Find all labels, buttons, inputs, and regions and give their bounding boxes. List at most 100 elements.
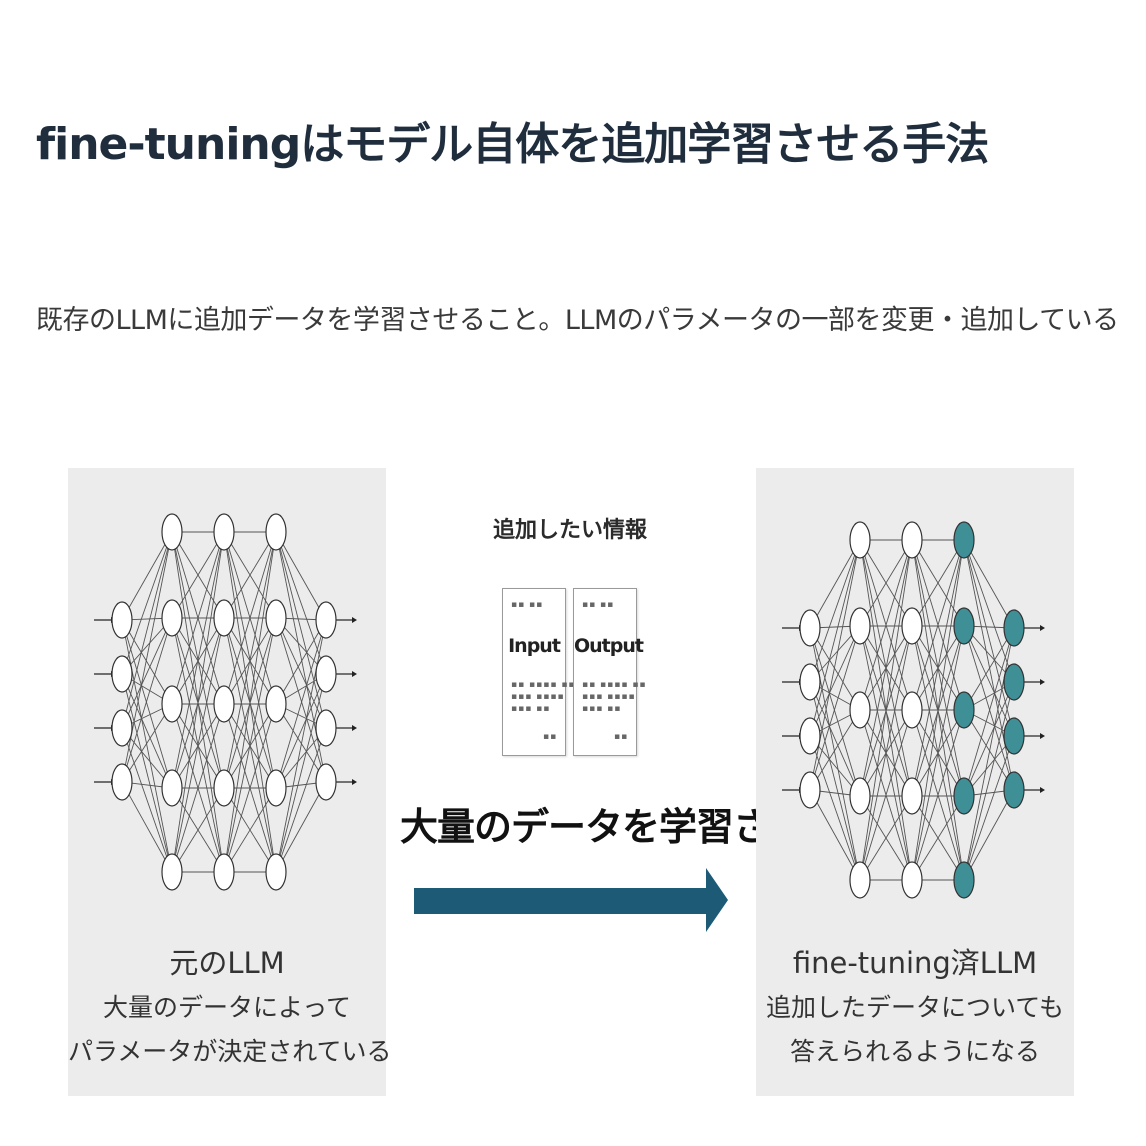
neuron-node [161,769,183,807]
network-connection [963,539,1015,629]
neuron-node [213,685,235,723]
network-connection [223,787,277,873]
neuron-node [265,853,287,891]
network-connection [809,625,861,737]
neuron-node [265,769,287,807]
network-connection [121,673,173,873]
network-connection [121,531,173,729]
highlighted-neuron-node [1003,663,1025,701]
network-connection [121,531,173,675]
output-arrow-head [1040,787,1045,793]
network-connection [223,531,277,789]
neuron-node [799,771,821,809]
network-connection [911,539,965,627]
network-connection [809,627,861,797]
network-connection [171,531,225,705]
network-connection [809,539,861,791]
network-connection [275,619,327,789]
network-connection [911,539,965,797]
network-connection [275,619,327,873]
network-connection [223,703,277,873]
network-connection [121,619,173,789]
input-document: ▪▪ ▪▪ Input ▪▪ ▪▪▪▪ ▪▪▪▪▪ ▪▪▪▪▪▪▪ ▪▪ ▪▪ [502,588,575,756]
network-connection [121,617,173,783]
network-connection [809,625,861,791]
network-connection [809,627,861,881]
highlighted-neuron-node [1003,609,1025,647]
learn-data-heading: 大量のデータを学習させる [400,805,845,849]
network-connection [171,703,225,873]
network-connection [963,735,1015,881]
network-connection [963,709,1015,791]
neuron-node [111,763,133,801]
neuron-node [901,777,923,815]
neuron-node [799,663,821,701]
network-connection [121,673,173,789]
page-title: fine-tuningはモデル自体を追加学習させる手法 [36,119,989,170]
network-connection [121,619,173,705]
input-label: Input [508,635,561,657]
network-connection [121,703,173,783]
neuron-node [799,717,821,755]
network-connection [275,673,327,789]
network-connection [963,539,1015,683]
neuron-node [161,599,183,637]
network-connection [275,531,327,783]
highlighted-neuron-node [953,607,975,645]
network-connection [963,681,1015,797]
neuron-node [213,513,235,551]
network-connection [275,781,327,873]
neuron-node [315,655,337,693]
neuron-node [265,513,287,551]
output-arrow-head [1040,679,1045,685]
neuron-node [315,763,337,801]
network-connection [223,531,277,705]
network-connection [275,531,327,675]
network-connection [275,617,327,783]
network-connection [121,781,173,873]
neuron-node [901,861,923,899]
output-arrow-head [1040,733,1045,739]
neuron-node [849,777,871,815]
network-connection [911,709,965,881]
output-arrow-head [1040,625,1045,631]
network-connection [171,617,225,873]
network-connection [963,681,1015,881]
network-connection [859,795,913,881]
network-connection [911,625,965,881]
finetuned-llm-desc-line1: 追加したデータについても [765,993,1064,1022]
original-llm-desc-line1: 大量のデータによって [102,993,351,1022]
network-connection [809,735,861,881]
output-arrow-head [352,725,357,731]
original-llm-network-diagram [94,513,357,891]
network-connection [275,703,327,783]
network-connection [859,625,913,881]
network-connection [121,531,173,621]
neuron-node [213,599,235,637]
network-connection [223,531,277,873]
output-label: Output [574,635,644,657]
finetuned-llm-network-diagram [782,521,1045,899]
output-document: ▪▪ ▪▪ Output ▪▪ ▪▪▪▪ ▪▪▪▪▪ ▪▪▪▪▪▪▪ ▪▪ ▪▪ [573,588,646,756]
network-connection [963,539,1015,737]
neuron-node [901,607,923,645]
network-connection [809,539,861,629]
doc-placeholder-footer: ▪▪ [614,732,629,742]
neuron-node [161,853,183,891]
neuron-node [315,601,337,639]
network-connection [275,617,327,729]
neuron-node [901,521,923,559]
network-connection [859,539,913,627]
network-connection [963,539,1015,791]
original-llm-desc-line2: パラメータが決定されている [68,1037,392,1066]
network-connection [963,789,1015,881]
network-connection [859,539,913,881]
output-arrow-head [352,671,357,677]
network-connection [171,531,225,789]
output-arrow-head [352,779,357,785]
highlighted-neuron-node [953,861,975,899]
neuron-node [111,601,133,639]
neuron-node [315,709,337,747]
network-connection [223,617,277,873]
network-connection [963,627,1015,797]
